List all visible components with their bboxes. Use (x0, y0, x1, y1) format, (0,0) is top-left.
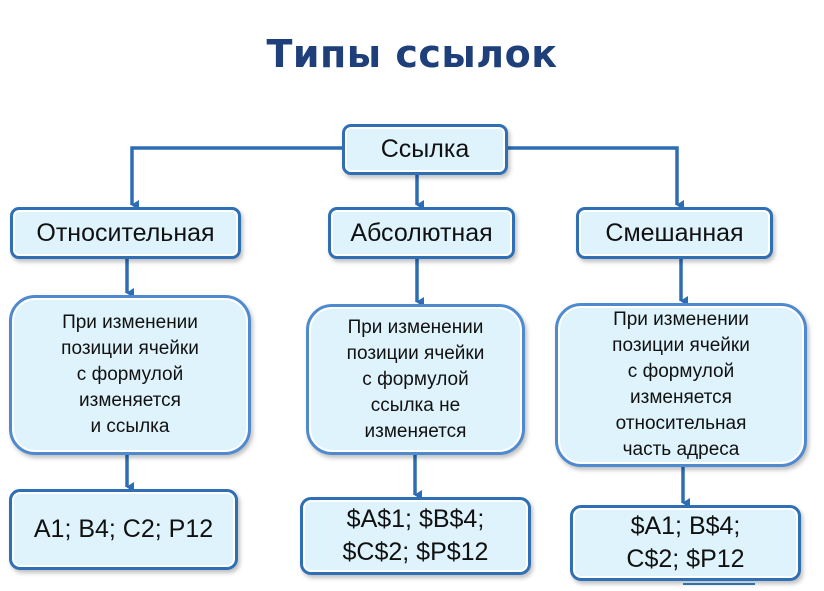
desc-box-absolute: При изменении позиции ячейки с формулой … (306, 304, 525, 455)
desc-box-mixed: При изменении позиции ячейки с формулой … (555, 303, 807, 467)
example-box-mixed: $A1; B$4; C$2; $P12 (570, 505, 801, 581)
type-label-mixed: Смешанная (605, 218, 744, 247)
decorative-underline (683, 583, 755, 585)
type-box-relative: Относительная (10, 207, 241, 259)
desc-text-relative: При изменении позиции ячейки с формулой … (61, 312, 199, 437)
connector-root-left (130, 146, 343, 210)
page-title: Типы ссылок (266, 32, 558, 76)
root-box-link: Ссылка (342, 124, 508, 175)
example-text-mixed: $A1; B$4; C$2; $P12 (626, 512, 745, 573)
example-text-relative: A1; B4; C2; P12 (33, 515, 214, 543)
type-box-mixed: Смешанная (576, 207, 773, 259)
type-label-absolute: Абсолютная (350, 218, 493, 247)
example-text-absolute: $A$1; $B$4; $C$2; $P$12 (342, 505, 489, 566)
connector-root-right (507, 146, 684, 210)
desc-text-absolute: При изменении позиции ячейки с формулой … (346, 316, 485, 442)
type-box-absolute: Абсолютная (328, 207, 515, 259)
desc-text-mixed: При изменении позиции ячейки с формулой … (612, 309, 750, 460)
desc-box-relative: При изменении позиции ячейки с формулой … (9, 295, 251, 455)
example-box-relative: A1; B4; C2; P12 (9, 489, 238, 570)
root-label: Ссылка (380, 135, 470, 163)
type-label-relative: Относительная (36, 218, 215, 247)
example-box-absolute: $A$1; $B$4; $C$2; $P$12 (300, 497, 531, 575)
